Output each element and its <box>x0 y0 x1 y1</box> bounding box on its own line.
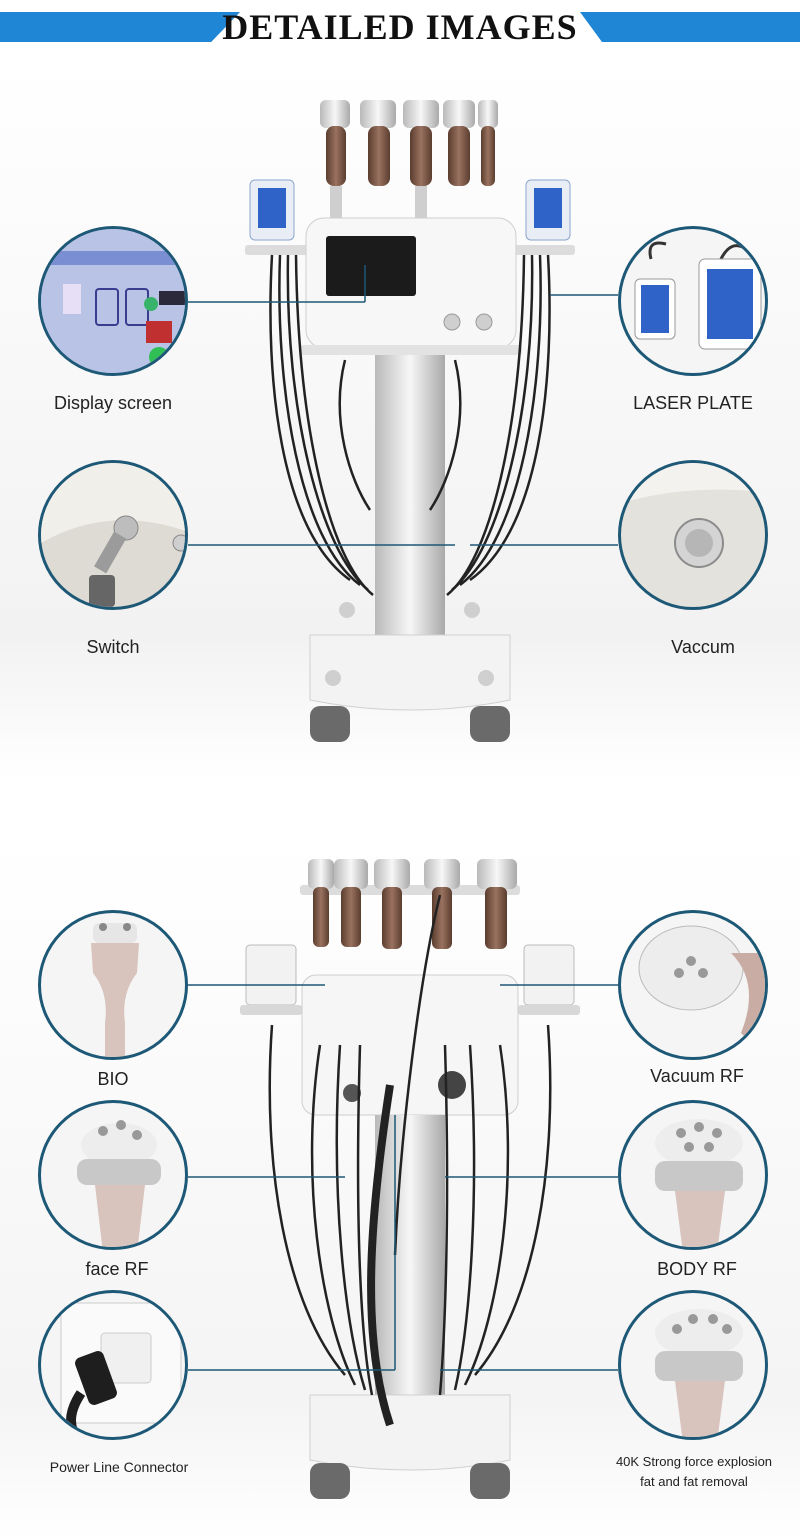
power-line-callout <box>38 1290 188 1440</box>
explosion-label-line2: fat and fat removal <box>640 1474 748 1489</box>
body-rf-callout <box>618 1100 768 1250</box>
laser-plate-label: LASER PLATE <box>633 393 753 413</box>
machine-front-section <box>0 60 800 780</box>
machine-front-illustration <box>188 100 618 742</box>
explosion-label-line1: 40K Strong force explosion <box>615 1454 773 1469</box>
vaccum-label: Vaccum <box>671 637 735 657</box>
body-rf-label: BODY RF <box>657 1259 737 1279</box>
bio-callout <box>38 910 188 1060</box>
display-screen-label: Display screen <box>53 393 173 413</box>
display-screen-callout <box>38 226 188 376</box>
page-title: DETAILED IMAGES <box>222 7 578 47</box>
laser-plate-callout <box>618 226 768 376</box>
face-rf-label: face RF <box>85 1259 149 1279</box>
power-line-label: Power Line Connector <box>49 1459 189 1475</box>
switch-label: Switch <box>86 637 140 657</box>
banner-bar-right <box>580 12 800 42</box>
machine-back-illustration <box>188 859 618 1499</box>
header-banner: DETAILED IMAGES <box>0 0 800 56</box>
vaccum-callout <box>618 460 768 610</box>
vacuum-rf-callout <box>618 910 768 1060</box>
vacuum-rf-label: Vacuum RF <box>650 1066 744 1086</box>
face-rf-callout <box>38 1100 188 1250</box>
bio-label: BIO <box>97 1069 129 1089</box>
explosion-callout <box>618 1290 768 1440</box>
switch-callout <box>38 460 188 610</box>
banner-bar-left <box>0 12 240 42</box>
